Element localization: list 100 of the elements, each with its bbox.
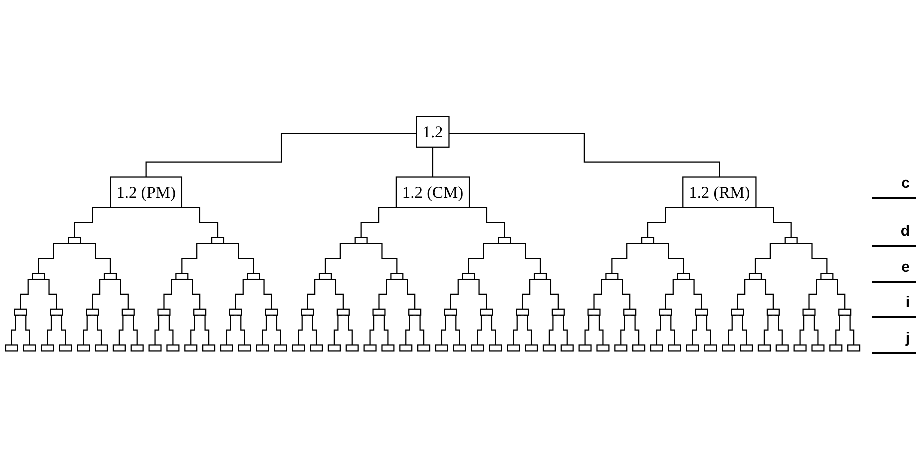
connector bbox=[654, 243, 684, 274]
node-box bbox=[624, 308, 637, 316]
connector bbox=[80, 243, 112, 274]
node-box bbox=[77, 344, 90, 352]
node-box bbox=[758, 344, 771, 352]
level-label: i bbox=[906, 294, 910, 312]
node-box bbox=[176, 273, 189, 280]
node-box bbox=[59, 344, 72, 352]
node-box bbox=[247, 273, 260, 280]
connector bbox=[764, 314, 772, 346]
node-box bbox=[86, 308, 100, 316]
node-box bbox=[23, 344, 36, 352]
connector bbox=[510, 243, 542, 274]
node-box bbox=[435, 344, 448, 352]
connector bbox=[309, 314, 318, 346]
node-box bbox=[310, 344, 324, 352]
node-box bbox=[444, 308, 458, 316]
node-box bbox=[632, 344, 646, 352]
connector bbox=[432, 146, 434, 178]
node-box bbox=[32, 273, 46, 280]
level-label: c bbox=[902, 174, 910, 192]
level-label: e bbox=[902, 258, 910, 276]
node-box bbox=[606, 273, 619, 280]
node-box bbox=[194, 308, 207, 316]
node-box bbox=[68, 237, 82, 244]
node-box bbox=[525, 344, 538, 352]
connector bbox=[756, 207, 792, 238]
node-box bbox=[588, 308, 601, 316]
node-box bbox=[112, 344, 126, 352]
node-box bbox=[256, 344, 270, 352]
node-box bbox=[641, 237, 655, 244]
node-box bbox=[372, 308, 386, 316]
node-box bbox=[158, 308, 171, 316]
node-box bbox=[238, 344, 252, 352]
node-box: 1.2 (PM) bbox=[110, 176, 183, 208]
node-box bbox=[659, 308, 672, 316]
connector bbox=[656, 314, 664, 346]
node-box bbox=[838, 308, 852, 316]
connector bbox=[449, 133, 720, 178]
node-box bbox=[668, 344, 682, 352]
node-box bbox=[830, 344, 843, 352]
connector bbox=[38, 243, 69, 274]
node-box bbox=[318, 273, 332, 280]
node-box bbox=[802, 308, 816, 316]
node-box bbox=[498, 237, 512, 244]
node-box bbox=[695, 308, 708, 316]
connector bbox=[647, 207, 684, 238]
node-box bbox=[453, 344, 466, 352]
node-box bbox=[748, 273, 762, 280]
node-box bbox=[122, 308, 135, 316]
node-box bbox=[220, 344, 234, 352]
node-box bbox=[560, 344, 574, 352]
level-label: j bbox=[906, 330, 910, 348]
node-box: 1.2 (RM) bbox=[682, 176, 757, 208]
connector bbox=[146, 133, 417, 178]
node-box bbox=[650, 344, 664, 352]
node-box bbox=[408, 308, 422, 316]
node-box bbox=[596, 344, 610, 352]
node-box bbox=[686, 344, 700, 352]
node-box bbox=[346, 344, 359, 352]
connector bbox=[416, 314, 425, 346]
node-box bbox=[534, 273, 548, 280]
node-box bbox=[274, 344, 288, 352]
node-box bbox=[211, 237, 225, 244]
node-box bbox=[740, 344, 754, 352]
node-box bbox=[14, 308, 28, 316]
connector bbox=[797, 243, 828, 274]
node-box bbox=[390, 273, 404, 280]
node-box bbox=[480, 308, 494, 316]
node-box bbox=[229, 308, 242, 316]
connector bbox=[324, 243, 356, 274]
node-box bbox=[766, 308, 780, 316]
node-box bbox=[784, 237, 798, 244]
node-box: 1.2 (CM) bbox=[396, 176, 470, 208]
node-box bbox=[578, 344, 592, 352]
node-box bbox=[704, 344, 718, 352]
node-box bbox=[104, 273, 118, 280]
connector bbox=[224, 243, 254, 274]
node-box bbox=[148, 344, 162, 352]
node-box bbox=[184, 344, 198, 352]
node-box bbox=[292, 344, 306, 352]
node-box bbox=[130, 344, 144, 352]
connector bbox=[94, 314, 102, 346]
node-box bbox=[354, 237, 368, 244]
node-box bbox=[507, 344, 520, 352]
node-box bbox=[552, 308, 565, 316]
connector bbox=[367, 243, 398, 274]
level-label: d bbox=[900, 222, 910, 240]
node-box bbox=[5, 344, 18, 352]
connector bbox=[441, 314, 450, 346]
node-box bbox=[301, 308, 314, 316]
node-box bbox=[471, 344, 484, 352]
connector bbox=[469, 207, 506, 238]
node-box bbox=[542, 344, 556, 352]
node-box bbox=[328, 344, 341, 352]
node-box bbox=[794, 344, 807, 352]
connector bbox=[548, 314, 557, 346]
node-box bbox=[41, 344, 54, 352]
connector bbox=[74, 207, 111, 238]
node-box bbox=[418, 344, 431, 352]
